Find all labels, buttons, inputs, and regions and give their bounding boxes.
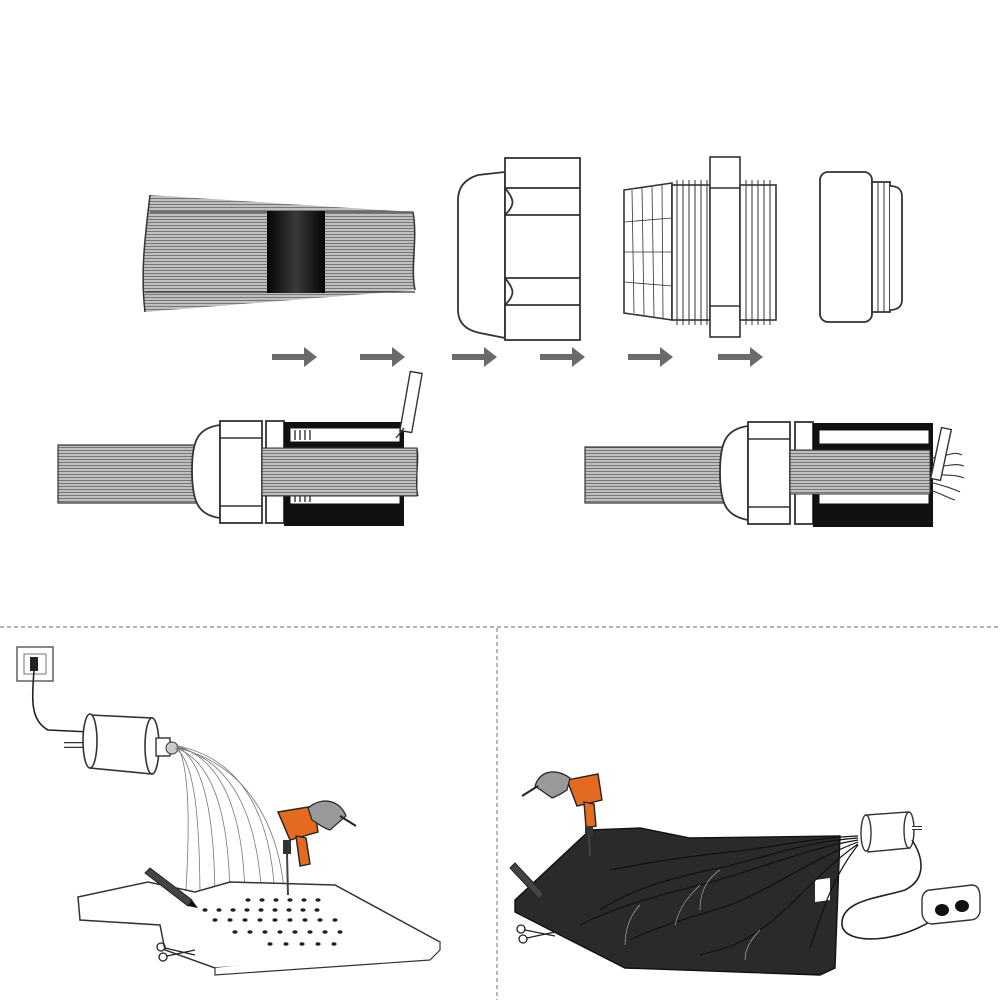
board-hole: [337, 930, 343, 934]
board-hole: [300, 908, 306, 912]
board-hole: [301, 898, 307, 902]
board-hole: [247, 930, 253, 934]
assembled-gland-fanned-icon: [584, 421, 965, 527]
board-hole: [216, 908, 222, 912]
light-box-icon: [860, 811, 922, 853]
board-hole: [307, 930, 313, 934]
board-hole: [302, 918, 308, 922]
board-with-holes: [77, 881, 442, 976]
board-hole: [259, 898, 265, 902]
step-arrow-icon: [540, 347, 585, 367]
scissors-icon: [516, 924, 556, 944]
board-hole: [314, 908, 320, 912]
board-hole: [292, 930, 298, 934]
board-hole: [232, 930, 238, 934]
plug-adapter-icon: [921, 884, 981, 925]
panel-right: [509, 771, 981, 976]
board-hole: [286, 908, 292, 912]
step-arrow-icon: [628, 347, 673, 367]
board-hole: [230, 908, 236, 912]
board-hole: [262, 930, 268, 934]
fiber-bundle: [174, 745, 286, 906]
board-hole: [244, 908, 250, 912]
board-hole: [273, 898, 279, 902]
hex-cap-nut-icon: [457, 157, 581, 341]
step-arrow-icon: [718, 347, 763, 367]
step-arrow-icon: [272, 347, 317, 367]
board-hole: [272, 918, 278, 922]
board-hole: [287, 918, 293, 922]
step-arrow-icon: [360, 347, 405, 367]
board-hole: [212, 918, 218, 922]
locknut-icon: [819, 171, 903, 323]
light-box-icon: [64, 713, 179, 775]
board-hole: [258, 908, 264, 912]
scissors-icon: [156, 942, 196, 962]
insulating-tape: [267, 211, 325, 293]
pen-icon: [144, 867, 198, 908]
drill-icon: [521, 771, 603, 857]
board-hole: [322, 930, 328, 934]
board-hole: [267, 942, 273, 946]
board-hole: [272, 908, 278, 912]
threaded-body-icon: [623, 156, 777, 338]
board-hole: [257, 918, 263, 922]
board-hole: [287, 898, 293, 902]
assembled-gland-open-icon: [57, 370, 423, 526]
fiber-strands: [579, 835, 859, 956]
step-arrows: [272, 347, 763, 367]
board-hole: [202, 908, 208, 912]
pen-icon: [509, 862, 545, 900]
board-hole: [317, 918, 323, 922]
board-hole: [242, 918, 248, 922]
board-hole: [277, 930, 283, 934]
board-hole: [299, 942, 305, 946]
board-hole: [315, 898, 321, 902]
step-arrow-icon: [452, 347, 497, 367]
board-hole: [227, 918, 233, 922]
panel-left: [16, 646, 442, 976]
board-hole: [315, 942, 321, 946]
board-hole: [245, 898, 251, 902]
board-hole: [332, 918, 338, 922]
board-hole: [283, 942, 289, 946]
cable-with-tape-icon: [142, 194, 416, 313]
board-hole: [331, 942, 337, 946]
drill-icon: [277, 800, 357, 896]
wall-socket-icon: [16, 646, 54, 682]
dark-ceiling-board: [514, 827, 841, 976]
